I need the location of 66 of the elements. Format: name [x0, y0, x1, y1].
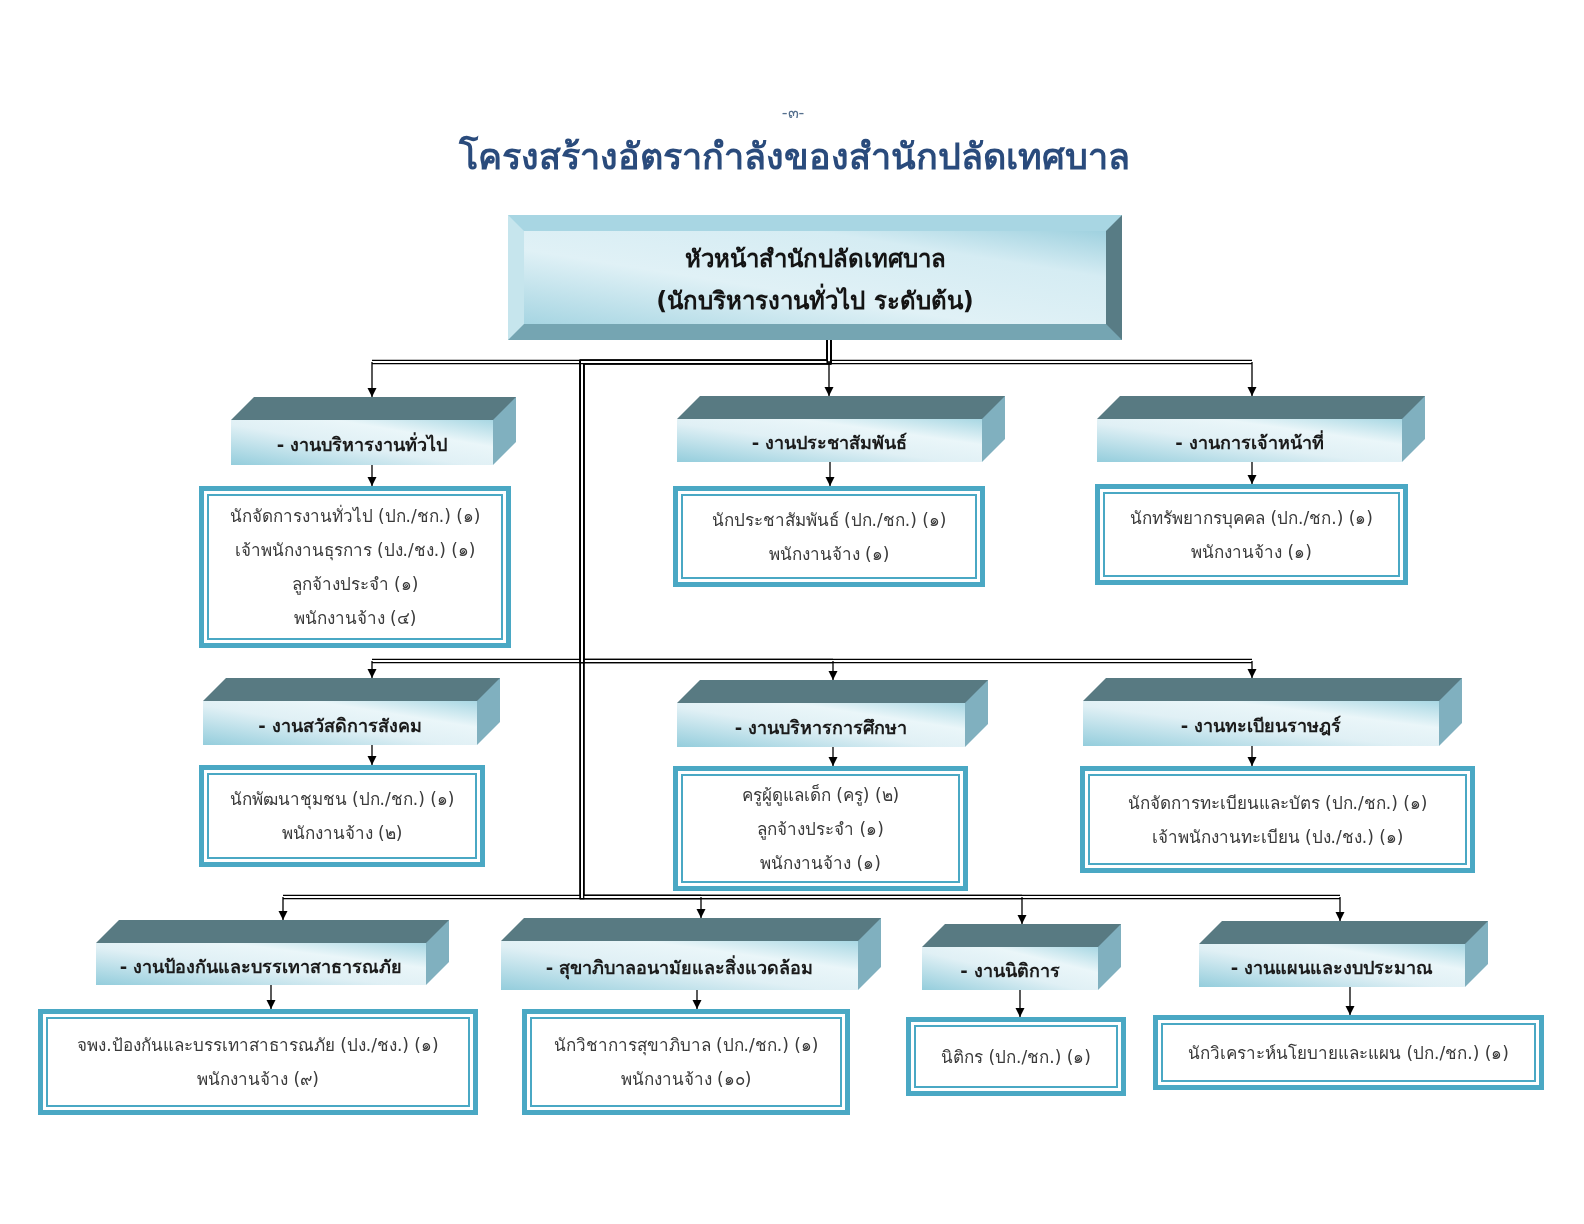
staff-position: เจ้าพนักงานทะเบียน (ปง./ชง.) (๑) — [1151, 825, 1404, 849]
section-block — [1199, 921, 1488, 987]
section-title: - สุขาภิบาลอนามัยและสิ่งแวดล้อม — [545, 954, 814, 982]
section-block — [1097, 396, 1425, 462]
staff-position: พนักงานจ้าง (๙) — [197, 1068, 319, 1091]
staff-position: ครูผู้ดูแลเด็ก (ครู) (๒) — [741, 783, 900, 808]
arrow — [266, 984, 276, 1010]
staff-position: ลูกจ้างประจำ (๑) — [757, 817, 884, 842]
section-block — [203, 678, 500, 745]
arrow — [1015, 989, 1025, 1018]
staff-position: นักจัดการงานทั่วไป (ปก./ชก.) (๑) — [229, 503, 481, 528]
staff-position: ลูกจ้างประจำ (๑) — [291, 573, 419, 597]
page-number: -๓- — [781, 102, 805, 124]
arrow — [1247, 461, 1257, 485]
section-title: - งานสวัสดิการสังคม — [258, 713, 422, 738]
staff-position: นิติกร (ปก./ชก.) (๑) — [941, 1045, 1091, 1069]
head-subtitle: (นักบริหารงานทั่วไป ระดับต้น) — [656, 279, 974, 322]
arrow — [825, 461, 835, 487]
staff-box — [199, 486, 511, 648]
staff-position: นักพัฒนาชุมชน (ปก./ชก.) (๑) — [229, 788, 455, 812]
arrow — [1247, 745, 1257, 767]
section-title: - งานการเจ้าหน้าที่ — [1175, 429, 1324, 455]
staff-position: นักทรัพยากรบุคคล (ปก./ชก.) (๑) — [1130, 506, 1373, 531]
staff-position: พนักงานจ้าง (๑) — [768, 542, 890, 566]
staff-position: พนักงานจ้าง (๒) — [281, 822, 403, 845]
arrow — [367, 744, 377, 766]
head-box — [508, 215, 1122, 340]
section-title: - งานประชาสัมพันธ์ — [751, 431, 908, 455]
staff-box — [673, 766, 968, 891]
section-title: - งานแผนและงบประมาณ — [1230, 956, 1434, 980]
section-block — [501, 918, 881, 990]
staff-box — [1153, 1015, 1544, 1090]
page-title: โครงสร้างอัตรากำลังของสำนักปลัดเทศบาล — [458, 134, 1130, 179]
arrow — [367, 464, 377, 487]
section-title: - งานบริหารการศึกษา — [734, 715, 908, 740]
staff-box — [199, 765, 485, 867]
staff-box — [522, 1009, 850, 1115]
staff-box — [1095, 484, 1408, 585]
staff-box — [906, 1017, 1126, 1096]
staff-position: พนักงานจ้าง (๔) — [293, 607, 417, 630]
section-block — [231, 397, 516, 465]
section-block — [677, 396, 1005, 462]
staff-box — [38, 1009, 478, 1115]
section-title: - งานบริหารงานทั่วไป — [276, 431, 448, 457]
staff-box — [673, 486, 985, 587]
staff-position: เจ้าพนักงานธุรการ (ปง./ชง.) (๑) — [234, 539, 476, 563]
section-title: - งานนิติการ — [960, 959, 1060, 983]
head-title: หัวหน้าสำนักปลัดเทศบาล — [684, 243, 946, 275]
section-block — [96, 920, 449, 985]
staff-position: พนักงานจ้าง (๑๐) — [620, 1068, 752, 1091]
section-block — [677, 680, 988, 747]
arrow — [1345, 986, 1355, 1016]
staff-position: นักจัดการทะเบียนและบัตร (ปก./ชก.) (๑) — [1127, 791, 1428, 815]
staff-box — [1080, 766, 1475, 873]
staff-position: นักวิเคราะห์นโยบายและแผน (ปก./ชก.) (๑) — [1188, 1041, 1509, 1065]
section-title: - งานทะเบียนราษฎร์ — [1180, 714, 1342, 738]
section-title: - งานป้องกันและบรรเทาสาธารณภัย — [119, 954, 403, 979]
section-block — [1083, 678, 1462, 746]
section-block — [922, 924, 1121, 990]
staff-position: จพง.ป้องกันและบรรเทาสาธารณภัย (ปง./ชง.) (๑) — [77, 1034, 439, 1057]
staff-position: พนักงานจ้าง (๑) — [1191, 540, 1312, 564]
staff-position: นักวิชาการสุขาภิบาล (ปก./ชก.) (๑) — [553, 1034, 819, 1058]
staff-position: นักประชาสัมพันธ์ (ปก./ชก.) (๑) — [711, 508, 947, 532]
staff-position: พนักงานจ้าง (๑) — [760, 851, 881, 875]
arrow — [692, 989, 702, 1010]
arrow — [828, 746, 838, 767]
